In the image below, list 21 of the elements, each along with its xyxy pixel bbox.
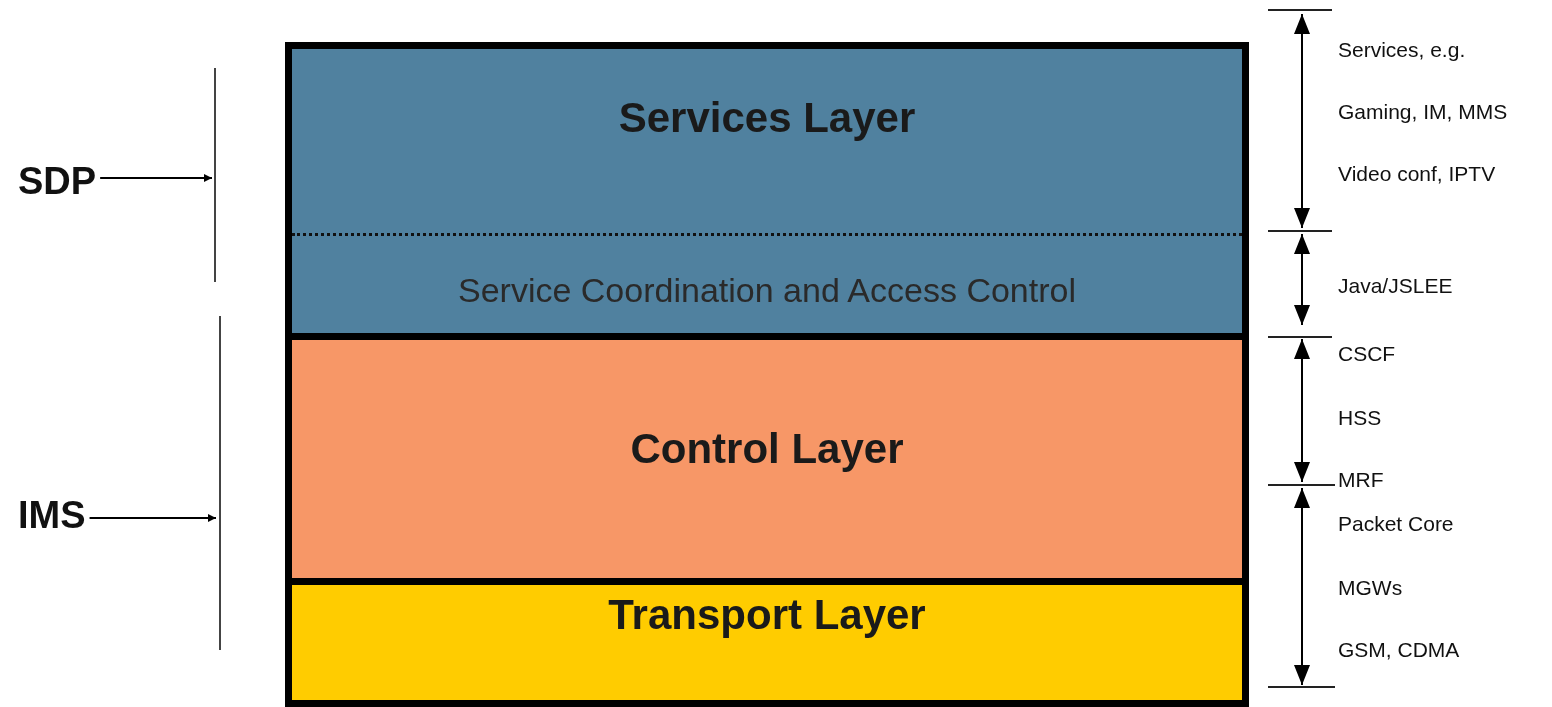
note-text: MRF [1338,468,1384,492]
group-label: IMS [18,494,86,537]
layer-subtitle: Service Coordination and Access Control [457,271,1077,310]
group-label: SDP [18,160,97,203]
note-text: Services, e.g. [1338,38,1466,62]
note-text: CSCF [1338,342,1396,366]
layer-box [285,340,1249,578]
layer-title: Transport Layer [607,591,927,639]
note-text: Video conf, IPTV [1338,162,1496,186]
arrow [88,514,217,522]
layer-box [285,578,1249,707]
arrow [99,174,213,182]
note-text: MGWs [1338,576,1403,600]
note-text: Packet Core [1338,512,1454,536]
note-text: HSS [1338,406,1382,430]
layer-title: Services Layer [617,94,917,142]
note-text: GSM, CDMA [1338,638,1460,662]
note-text: Java/JSLEE [1338,274,1453,298]
note-text: Gaming, IM, MMS [1338,100,1508,124]
layer-box [285,42,1249,340]
layer-title: Control Layer [629,425,905,473]
